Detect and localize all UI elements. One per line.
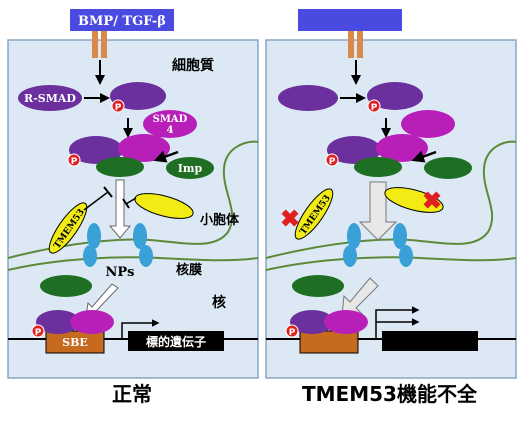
target-gene-box: [128, 331, 224, 351]
nuclear-pore-left: [83, 223, 101, 267]
importin-arrow: [153, 150, 179, 163]
vesicle-inhibition-bar: [122, 198, 130, 209]
bound-phospho-label-right: P: [289, 328, 296, 338]
smad4-label-line1: SMAD: [153, 114, 188, 125]
receptor-left-right: [348, 31, 354, 58]
nuclear-pore-right-right: [393, 223, 413, 267]
rsmad-unbound-right: [278, 85, 338, 111]
rsmad-label: R-SMAD: [24, 92, 76, 105]
smad4: [143, 110, 197, 138]
np-label: NPs: [106, 265, 135, 280]
complex-importin-right: [354, 157, 402, 177]
bound-rsmad: [36, 310, 80, 334]
complex-phospho-label: P: [71, 157, 78, 167]
nuclear-importin: [40, 275, 92, 297]
tmem53-inhibition-bar: [103, 186, 113, 198]
rsmad-phosphorylated-right: [367, 82, 423, 110]
ligand-label: BMP/ TGF-β: [78, 14, 166, 29]
panel-normal: BMP/ TGF-β 細胞質 R-SMAD P SMAD 4 P Imp: [7, 9, 259, 379]
panel-tmem53-dysfunction: P P TMEM53: [265, 9, 517, 379]
target-gene-label: 標的遺伝子: [146, 334, 206, 349]
bound-smad4: [70, 310, 114, 334]
nuclear-pore-right: [133, 223, 153, 267]
phospho-badge-right: [367, 99, 381, 113]
rsmad-unbound: [18, 85, 82, 111]
complex-importin: [96, 157, 144, 177]
bound-rsmad-right: [290, 310, 334, 334]
bound-smad4-right: [324, 310, 368, 334]
transcription-arrow: [121, 319, 160, 338]
importin-label: Imp: [178, 162, 203, 175]
phospho-label: P: [115, 103, 122, 113]
importin: [166, 157, 214, 179]
translocation-arrow-right: [358, 181, 398, 241]
nuclear-envelope: [7, 256, 259, 271]
sbe-box-right: [299, 330, 359, 354]
importin-right: [424, 157, 472, 179]
phospho-label-right: P: [371, 103, 378, 113]
transcription-arrow-right: [375, 306, 420, 338]
sbe-box: [45, 330, 105, 354]
tmem53-inhibition: [83, 191, 109, 211]
complex-phospho-badge: [67, 153, 81, 167]
importin-arrow-right: [411, 150, 437, 163]
nuclear-pore-left-right: [343, 223, 361, 267]
tmem53-dysfunction-cross-icon: [281, 209, 299, 227]
nuclear-membrane-label: 核膜: [176, 262, 202, 278]
bound-phospho-label: P: [35, 328, 42, 338]
nuclear-importin-right: [292, 275, 344, 297]
cytoplasm-label: 細胞質: [172, 57, 214, 74]
vesicle-inhibition: [125, 197, 137, 205]
ligand-bar-right: [298, 9, 402, 31]
nucleus-label: 核: [212, 294, 226, 311]
rsmad-phosphorylated: [110, 82, 166, 110]
complex-rsmad: [69, 136, 123, 164]
receptor-right: [101, 31, 107, 58]
bound-phospho-badge-right: [285, 324, 299, 338]
smad4-right: [401, 110, 455, 138]
smad4-label-line2: 4: [167, 125, 174, 136]
target-gene-box-right: [382, 331, 478, 351]
complex-phospho-badge-right: [325, 153, 339, 167]
vesicle-dysfunction-cross-icon: [423, 191, 441, 209]
caption-normal: 正常: [112, 382, 152, 406]
phospho-badge: [111, 99, 125, 113]
vesicle-label: 小胞体: [200, 212, 240, 228]
caption-tmem53-dysfunction: TMEM53機能不全: [302, 382, 477, 406]
ligand-bar: [70, 9, 174, 31]
complex-phospho-label-right: P: [329, 157, 336, 167]
translocation-arrow: [108, 179, 132, 239]
receptor-left: [92, 31, 98, 58]
bound-phospho-badge: [31, 324, 45, 338]
receptor-right-right: [357, 31, 363, 58]
sbe-label: SBE: [62, 336, 88, 349]
complex-rsmad-right: [327, 136, 381, 164]
nuclear-envelope-right: [265, 256, 517, 271]
